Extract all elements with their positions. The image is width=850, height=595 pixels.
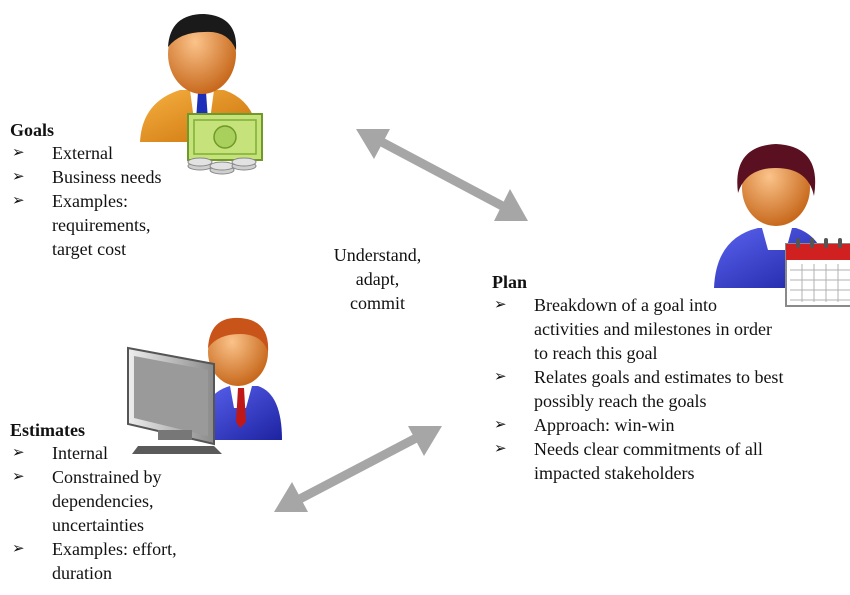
businesswoman-calendar-icon <box>714 144 850 307</box>
estimates-section: Estimates ➢Internal ➢Constrained by depe… <box>10 420 210 585</box>
connector-label: Understand, adapt, commit <box>333 245 422 313</box>
plan-heading: Plan <box>492 272 528 292</box>
list-item: ➢Examples: requirements, target cost <box>12 191 151 259</box>
businessman-money-icon <box>140 14 263 175</box>
bullet-arrow-icon: ➢ <box>12 469 25 485</box>
estimates-heading: Estimates <box>10 420 85 440</box>
list-item: ➢Breakdown of a goal into activities and… <box>494 295 772 363</box>
list-item: ➢External <box>12 143 113 163</box>
plan-list: ➢Breakdown of a goal into activities and… <box>492 293 812 485</box>
plan-section: Plan ➢Breakdown of a goal into activitie… <box>492 272 812 485</box>
bullet-arrow-icon: ➢ <box>494 369 507 385</box>
bullet-arrow-icon: ➢ <box>12 445 25 461</box>
list-item: ➢Internal <box>12 443 108 463</box>
goals-list: ➢External ➢Business needs ➢Examples: req… <box>10 141 210 261</box>
list-item: ➢Examples: effort, duration <box>12 539 177 583</box>
bullet-arrow-icon: ➢ <box>494 441 507 457</box>
list-item: ➢Needs clear commitments of all impacted… <box>494 439 763 483</box>
goals-heading: Goals <box>10 120 55 140</box>
bullet-arrow-icon: ➢ <box>12 193 25 209</box>
list-item: ➢Business needs <box>12 167 162 187</box>
list-item: ➢Constrained by dependencies, uncertaint… <box>12 467 162 535</box>
bullet-arrow-icon: ➢ <box>494 417 507 433</box>
goals-section: Goals ➢External ➢Business needs ➢Example… <box>10 120 210 261</box>
bullet-arrow-icon: ➢ <box>12 145 25 161</box>
list-item: ➢Relates goals and estimates to best pos… <box>494 367 784 411</box>
arrow-goals-plan <box>356 129 528 221</box>
bullet-arrow-icon: ➢ <box>12 169 25 185</box>
estimates-list: ➢Internal ➢Constrained by dependencies, … <box>10 441 210 585</box>
list-item: ➢Approach: win-win <box>494 415 675 435</box>
computer-user-icon <box>127 317 282 454</box>
bullet-arrow-icon: ➢ <box>12 541 25 557</box>
arrow-estimates-plan <box>274 426 442 512</box>
bullet-arrow-icon: ➢ <box>494 297 507 313</box>
